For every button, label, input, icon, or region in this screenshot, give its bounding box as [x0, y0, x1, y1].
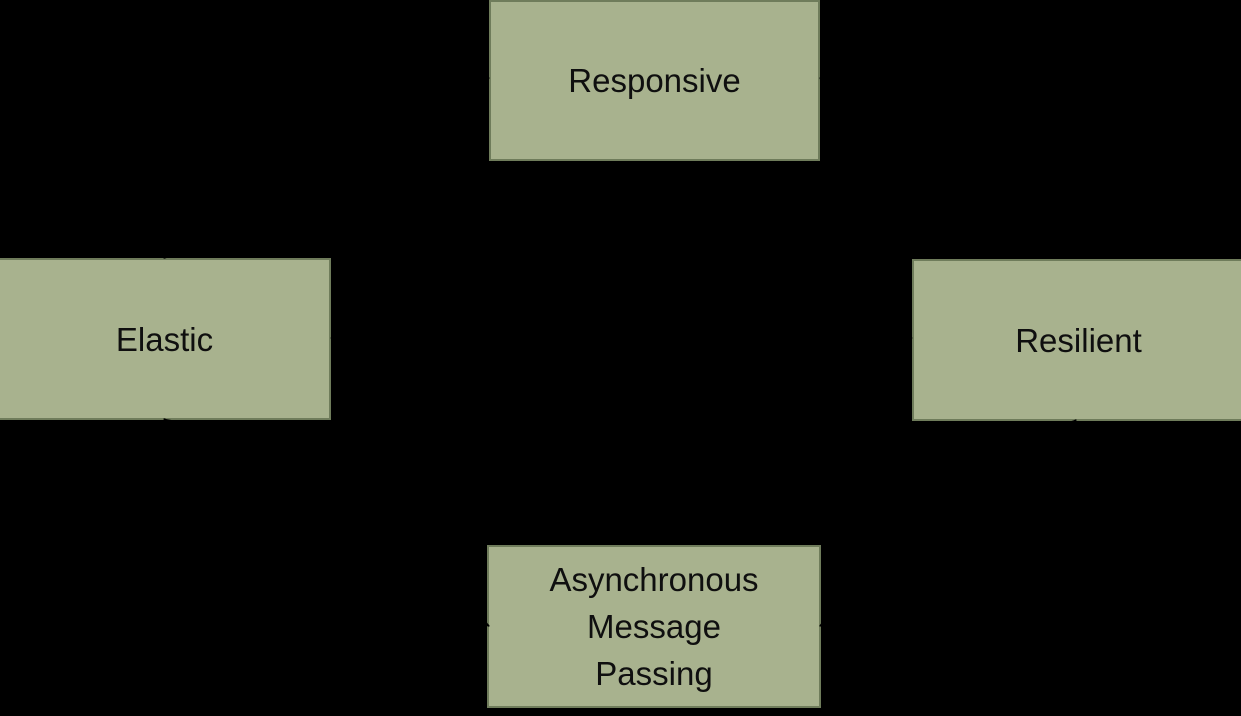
node-elastic-label: Elastic: [115, 320, 214, 358]
node-resilient-label: Resilient: [1015, 321, 1142, 359]
node-responsive-label: Responsive: [568, 62, 741, 99]
node-responsive: Responsive: [489, 0, 820, 161]
node-resilient: Resilient: [912, 259, 1241, 421]
edge-resilient-async-message-passing: [819, 419, 1077, 627]
node-elastic: Elastic: [0, 258, 331, 420]
edge-elastic-async-message-passing: [163, 418, 490, 627]
edge-elastic-responsive: [163, 77, 490, 259]
node-async-message-passing: Asynchronous Message Passing: [487, 545, 821, 708]
node-async-message-passing-label: Asynchronous Message Passing: [549, 561, 759, 692]
edge-resilient-responsive: [819, 77, 1077, 259]
